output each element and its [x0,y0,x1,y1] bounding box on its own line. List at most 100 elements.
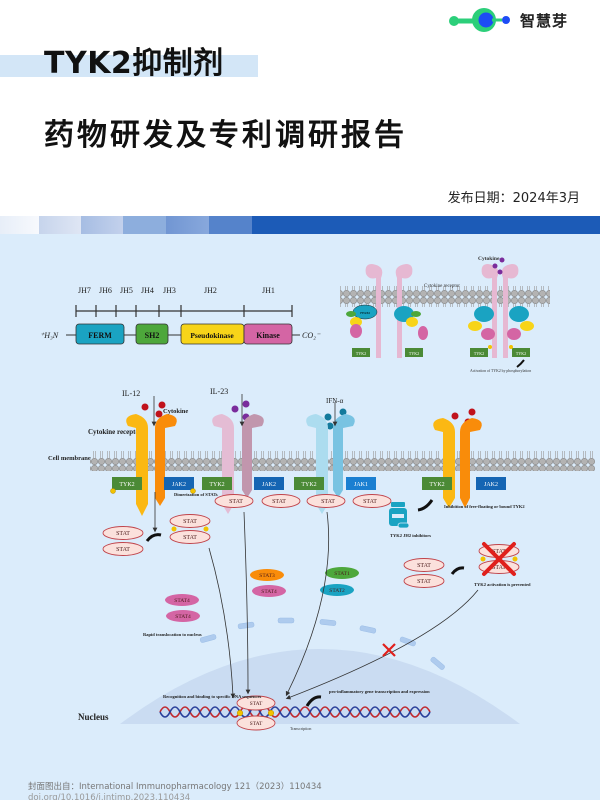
figure-label: TYK2 [209,482,224,488]
ifn-receptor-right [333,414,355,498]
pill-capsule-icon [397,522,410,529]
tyk2-box-mini [352,348,370,357]
figure-shape [159,706,431,718]
sh2-domain [135,323,169,345]
figure-shape [507,328,521,340]
figure-label: STAT4 [261,589,277,595]
cytokine-dot [499,257,505,263]
figure-label: STAT [363,499,377,505]
figure-label: STAT [229,499,243,505]
publish-date: 发布日期：2024年3月 [447,191,580,206]
figure-label: JAK2 [262,482,276,488]
curved-arrow-icon [450,566,465,575]
figure-shape [512,556,518,562]
stat-oval [214,494,254,508]
figure-label: TYK2 [356,351,366,356]
stat4-oval [166,610,200,622]
stat-oval [102,542,144,556]
figure-shape [520,321,534,331]
il12-label: IL-12 [122,389,140,398]
stat-oval [403,574,445,588]
jak1-box [346,477,376,490]
jh-label: JH7 [78,286,91,295]
report-title-line1: TYK2抑制剂 [44,46,224,81]
sh2-label: SH2 [145,331,160,340]
figure-shape [236,709,244,717]
figure-shape [319,619,337,626]
curved-arrow-icon [305,695,322,707]
recognition-label: Recognition and binding to specific DNA … [163,694,262,699]
dna-dot-logo-icon [449,8,510,32]
il23-label: IL-23 [210,387,228,396]
figure-shape [346,311,356,317]
tyk2-box [202,477,232,490]
figure-shape [350,324,362,338]
figure-shape [208,547,236,699]
nucleus-label: Nucleus [78,712,109,722]
figure-shape [418,326,428,340]
transcription-label: Transcription [290,726,311,731]
figure-label: STAT [250,721,263,727]
figure-shape [267,709,275,717]
rapid-translocation-label: Rapid translocation to nucleus [143,632,202,637]
figure-label: TYK2 [119,482,134,488]
prevented-label: TYK2 activation is prevented [474,582,531,587]
jh-label: JH3 [163,286,176,295]
figure-shape [350,317,362,327]
il23-receptor-right [242,414,264,498]
figure-shape [277,617,295,624]
cytokine-label: Cytokine [163,408,188,415]
kinase-label: Kinase [256,331,280,340]
stat-dna-bottom [236,715,276,731]
figure-shape [231,405,239,413]
blocked-x-icon [382,643,396,657]
jak2-box [476,477,506,490]
figure-label: STAT [321,499,335,505]
figure-shape [365,264,383,358]
tyk2-box [112,477,142,490]
figure-label: STAT [183,519,197,525]
figure-shape [141,403,149,411]
figure-shape [392,514,404,518]
figure-shape [482,542,516,576]
figure-shape [451,412,459,420]
figure-shape [285,589,479,700]
figure-shape [339,408,347,416]
cell-membrane-label: Cell membrane [48,455,91,462]
inhibitor-label: TYK2 JH2 inhibitors [390,533,431,538]
figure-shape [406,317,418,327]
accent-bar [252,216,600,234]
figure-shape [324,413,332,421]
main-pathway: IL-12 IL-23 IFN-α Cytokine receptor Cell… [48,387,595,731]
gradient-stripe-4 [123,216,166,234]
figure-shape [158,401,166,409]
figure-label: STAT [492,565,506,571]
stat4-oval [252,585,286,597]
figure-shape [480,556,486,562]
figure-shape [190,488,196,494]
figure-label: STAT4 [174,598,190,604]
stat3-oval [250,569,284,581]
figure-shape [411,311,421,317]
tyk2-box [422,477,452,490]
figure-shape [481,328,495,340]
gradient-stripe-6 [209,216,252,234]
stat-dimer-top [169,514,211,528]
figure-label: STAT [272,499,286,505]
cover-image-source: 封面图出自：International Immunopharmacology 1… [28,782,322,792]
figure-label: STAT [417,579,431,585]
figure-shape [399,636,416,647]
inhibited-receptor-right [460,418,482,508]
figure-shape [237,621,255,630]
tyk2-pathway-figure: JH7 JH6 JH5 JH4 JH3 JH2 JH1 ⁺H₃N FERM SH… [0,234,600,800]
jh-label: JH6 [99,286,112,295]
n-terminus-label: ⁺H₃N [40,331,59,340]
stat-dna-top [236,695,276,711]
figure-label: JAK1 [354,482,368,488]
jh-label: JH2 [204,286,217,295]
figure-shape [285,511,330,697]
tyk2-box-mini [470,348,488,357]
figure-label: STAT [250,701,263,707]
title-highlight-bar [0,55,258,77]
cytokine-receptor-mini-label: Cytokine receptor [424,284,460,289]
